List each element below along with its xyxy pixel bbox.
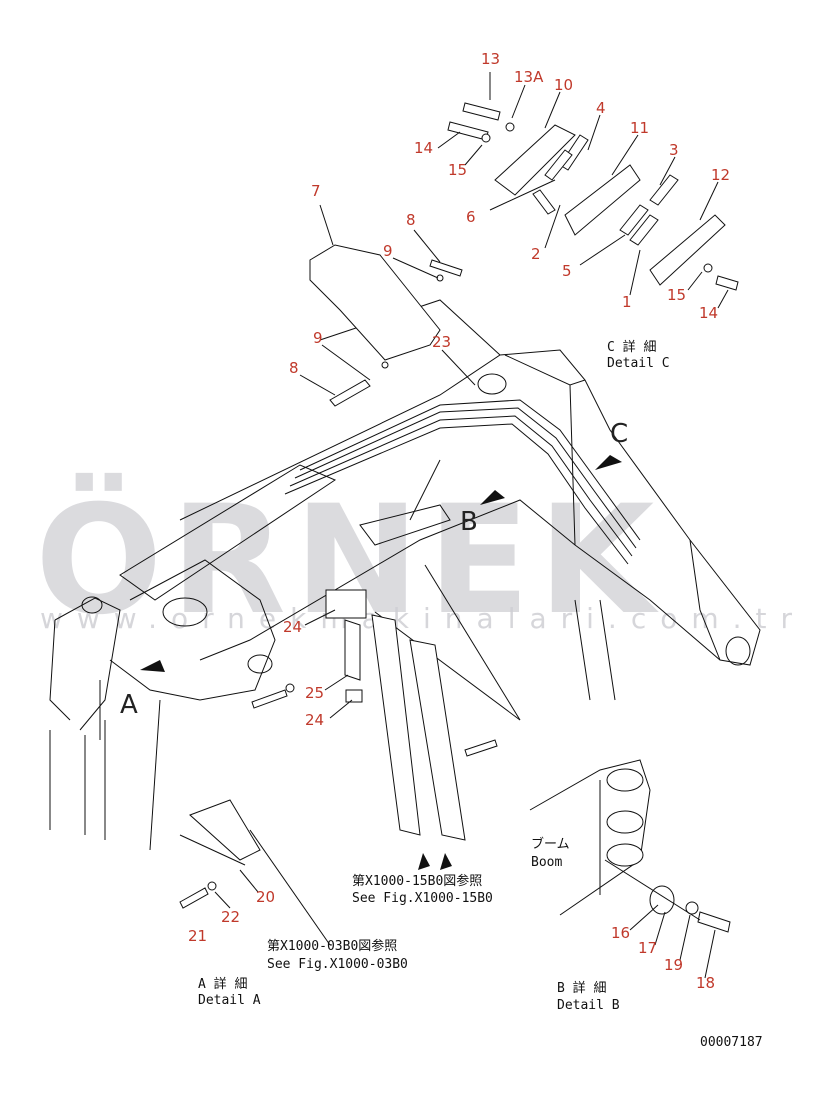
washer-9-lower	[381, 361, 389, 369]
cover-plate-7	[309, 244, 463, 407]
label-7: 7	[311, 182, 321, 200]
washer-25	[285, 683, 295, 693]
cover-left	[371, 614, 421, 836]
washer-15-upper	[481, 133, 491, 143]
label-1: 1	[622, 293, 632, 311]
detail-b-parts	[529, 759, 731, 933]
label-14-upper: 14	[414, 139, 433, 157]
detail-b-marker: B	[460, 507, 478, 537]
detail-c-title-jp: C 詳 細	[607, 339, 656, 355]
label-10: 10	[554, 76, 573, 94]
arrow-a	[140, 660, 165, 672]
washer-13a	[505, 122, 515, 132]
label-24-lower: 24	[305, 711, 324, 729]
bolt-18	[697, 911, 731, 933]
arrow-b	[480, 490, 505, 505]
label-13a: 13A	[514, 68, 544, 86]
label-5: 5	[562, 262, 572, 280]
label-6: 6	[466, 208, 476, 226]
ref-15b0-jp: 第X1000-15B0図参照	[352, 873, 482, 889]
middle-parts	[251, 589, 498, 841]
label-4: 4	[596, 99, 606, 117]
washer-19	[685, 901, 699, 915]
detail-captions: C B A C 詳 細 Detail C 第X1000-15B0図参照 See …	[120, 339, 763, 1050]
ref-03b0-en: See Fig.X1000-03B0	[267, 957, 408, 972]
drawing-number: 00007187	[700, 1035, 763, 1050]
rubber-6	[544, 149, 573, 181]
bolt-cover	[464, 739, 498, 757]
arrow-ref15-right	[440, 853, 452, 870]
label-8-upper: 8	[406, 211, 416, 229]
ref-15b0-en: See Fig.X1000-15B0	[352, 891, 493, 906]
arrow-c	[595, 455, 622, 470]
label-8-lower: 8	[289, 359, 299, 377]
label-14-lower: 14	[699, 304, 718, 322]
detail-a-title-jp: A 詳 細	[198, 976, 247, 992]
bolt-14-lower	[715, 275, 739, 291]
washer-22	[207, 881, 217, 891]
label-19: 19	[664, 956, 683, 974]
arrow-ref15-left	[418, 853, 430, 870]
label-24-upper: 24	[283, 618, 302, 636]
label-3: 3	[669, 141, 679, 159]
detail-b-title-en: Detail B	[557, 998, 620, 1013]
label-23: 23	[432, 333, 451, 351]
bolt-8-upper	[429, 259, 463, 277]
watermark-brand: ÖRNEK	[35, 472, 662, 648]
detail-arrows	[140, 455, 622, 870]
clamp-20	[189, 799, 261, 861]
nut-24	[345, 689, 363, 703]
boom-assembly	[49, 299, 761, 851]
label-2: 2	[531, 245, 541, 263]
watermark: ÖRNEK www.ornekmakinalari.com.tr	[35, 472, 806, 648]
boom-label-en: Boom	[531, 855, 562, 870]
plate-12	[649, 214, 726, 286]
rubber-5	[619, 204, 649, 236]
bolt-13	[462, 102, 501, 121]
bolt-8-lower	[329, 379, 371, 407]
label-17: 17	[638, 939, 657, 957]
clamp-11	[564, 164, 641, 236]
detail-c-title-en: Detail C	[607, 356, 670, 371]
label-16: 16	[611, 924, 630, 942]
label-21: 21	[188, 927, 207, 945]
label-9-lower: 9	[313, 329, 323, 347]
rubber-3	[649, 174, 679, 206]
label-25: 25	[305, 684, 324, 702]
label-13: 13	[481, 50, 500, 68]
detail-a-marker: A	[120, 690, 138, 720]
bolt-21	[179, 887, 209, 909]
cover-right	[409, 639, 466, 841]
detail-a-parts	[179, 799, 331, 946]
part-labels: 13 13A 10 4 11 3 12 14 15 6 2 5 1 15 14 …	[188, 50, 730, 992]
label-11: 11	[630, 119, 649, 137]
bracket-25	[344, 619, 361, 681]
leader-lines	[214, 72, 729, 979]
label-9-upper: 9	[383, 242, 393, 260]
detail-a-title-en: Detail A	[198, 993, 261, 1008]
label-12: 12	[711, 166, 730, 184]
bolt-25	[251, 689, 288, 709]
washer-15-lower	[703, 263, 713, 273]
clamp-10	[494, 124, 576, 196]
rubber-2	[532, 189, 556, 215]
label-15-lower: 15	[667, 286, 686, 304]
detail-c-marker: C	[610, 419, 628, 449]
boom-label-jp: ブーム	[531, 836, 570, 852]
label-18: 18	[696, 974, 715, 992]
rubber-1	[629, 214, 659, 246]
watermark-url: www.ornekmakinalari.com.tr	[40, 602, 806, 635]
label-22: 22	[221, 908, 240, 926]
valve-24	[325, 589, 367, 619]
detail-b-title-jp: B 詳 細	[557, 980, 606, 996]
label-20: 20	[256, 888, 275, 906]
label-15-upper: 15	[448, 161, 467, 179]
ref-03b0-jp: 第X1000-03B0図参照	[267, 938, 397, 954]
detail-c-parts	[447, 102, 739, 291]
